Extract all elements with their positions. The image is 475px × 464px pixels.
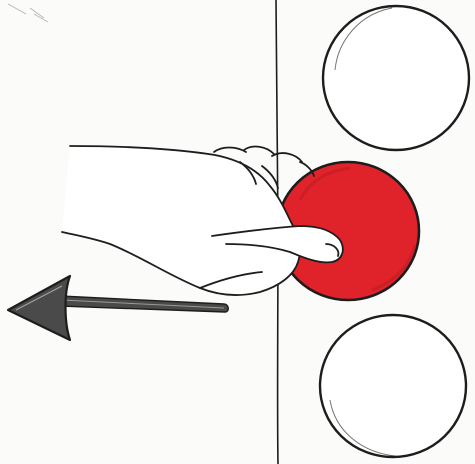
empty-circle-top: [323, 6, 469, 150]
empty-circle-bottom: [320, 315, 466, 457]
